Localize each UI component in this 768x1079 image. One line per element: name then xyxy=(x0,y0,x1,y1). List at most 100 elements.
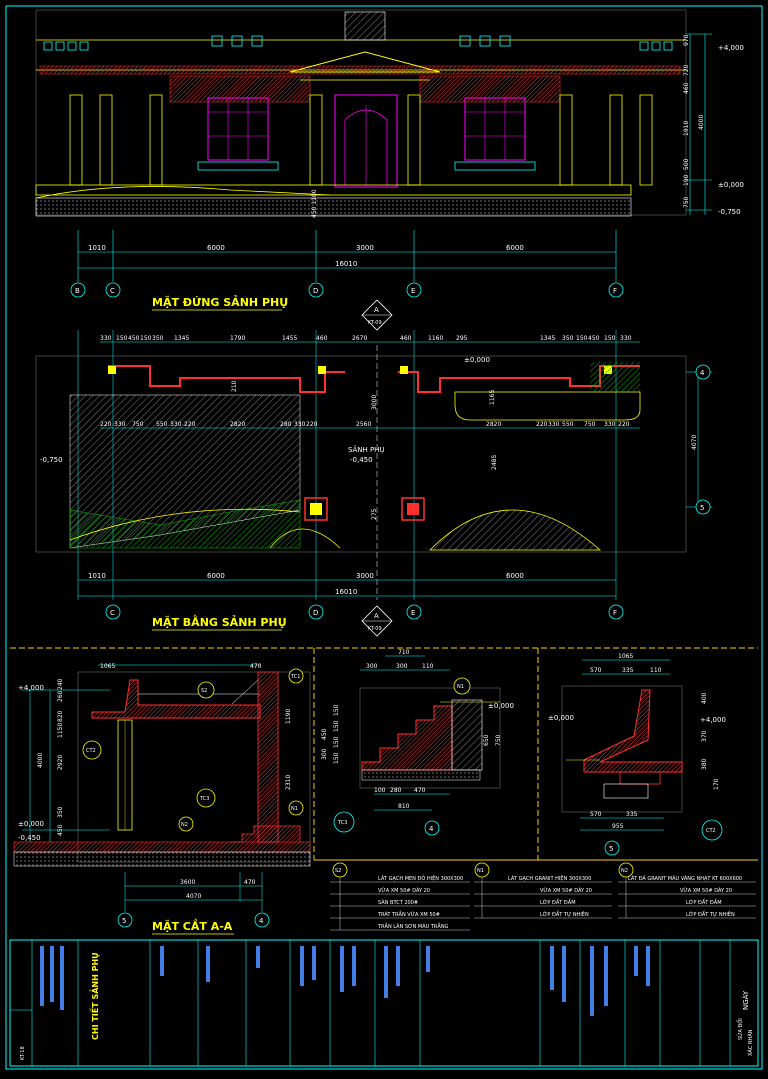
plan-level-left: -0,750 xyxy=(40,456,63,464)
section-level-bottom: -0,450 xyxy=(18,834,41,842)
detail-canopy-dim-bottom: 335 xyxy=(626,811,638,818)
plan-dim-vertical: 210 xyxy=(231,380,238,392)
detail-step-dim-left: 450 xyxy=(321,728,328,740)
elevation-dim-bottom: 1010 xyxy=(88,244,106,252)
plan-dim-top-left: 1790 xyxy=(230,335,245,342)
plan-dim-inner-right: 330 xyxy=(604,421,616,428)
detail-canopy-dim-bottom-total: 955 xyxy=(612,823,624,830)
elevation-window-right xyxy=(454,97,536,171)
detail-step: 710 300 300 110 ±0,000 N1 450 300 150 15… xyxy=(321,649,514,836)
plan-dim-inner-right: 220 xyxy=(618,421,630,428)
section-bubble-tc3: TC3 xyxy=(199,796,209,802)
material-notes: S2 LÁT GẠCH MEN ĐỎ HIỆN 300X300 VỮA XM 5… xyxy=(314,859,758,931)
note-s2-line: VỮA XM 50# DÀY 20 xyxy=(378,887,430,894)
plan-dim-top-left: 2670 xyxy=(352,335,367,342)
elevation-level-ground: ±0,000 xyxy=(718,181,744,189)
elevation-dim-right: 750 xyxy=(683,196,690,208)
note-n2-line: VỮA XM 50# DÀY 20 xyxy=(680,887,732,894)
elevation-axis-e: E xyxy=(411,287,415,295)
detail-step-dim-top: 110 xyxy=(422,663,434,670)
plan-dim-top-left: 350 xyxy=(152,335,164,342)
plan-dim-inner-left: 2560 xyxy=(356,421,371,428)
plan-level-right: ±0,000 xyxy=(464,356,490,364)
section-bubble-ct2: CT2 xyxy=(86,748,96,754)
section-dim-bottom-total: 4070 xyxy=(186,893,201,900)
plan-dim-inner-left: 330 xyxy=(294,421,306,428)
plan-dim-total: 16010 xyxy=(335,588,357,596)
section-dim-left: 240 xyxy=(57,678,64,690)
plan-dim-top-right: 150 xyxy=(576,335,588,342)
detail-step-dim-bottom: 100 xyxy=(374,787,386,794)
plan-dim-top-right: 350 xyxy=(562,335,574,342)
section-dim-right: 2310 xyxy=(285,775,292,790)
elevation-axis-c: C xyxy=(110,287,115,295)
plan-dim-inner-left: 2820 xyxy=(230,421,245,428)
plan-axis-4: 4 xyxy=(700,369,705,377)
section-title: MẶT CẮT A-A xyxy=(152,918,233,933)
elevation-axis-f: F xyxy=(613,287,617,295)
plan-dim-top-right: 295 xyxy=(456,335,468,342)
note-n1-line: LỚP ĐẤT ĐẦM xyxy=(540,898,576,906)
elevation-dim-right: 720 xyxy=(683,64,690,76)
plan-axis-d: D xyxy=(313,609,318,617)
plan-axis-c: C xyxy=(110,609,115,617)
plan-dim-vertical: 275 xyxy=(371,508,378,520)
plan-dim-inner-right: 550 xyxy=(562,421,574,428)
plan-axis-5: 5 xyxy=(700,504,704,512)
plan-dim-bottom: 6000 xyxy=(207,572,225,580)
plan-dim-bottom: 3000 xyxy=(356,572,374,580)
section-level-ground: ±0,000 xyxy=(18,820,44,828)
plan-dim-top-right: 1160 xyxy=(428,335,443,342)
section-dim-left: 1150 xyxy=(57,723,64,738)
section-dim-top: 470 xyxy=(250,663,262,670)
plan-dim-top-right: 1345 xyxy=(540,335,555,342)
elevation-dim-right: 1910 xyxy=(683,121,690,136)
detail-canopy-dim-top: 570 xyxy=(590,667,602,674)
section-axis-5: 5 xyxy=(122,917,126,925)
elevation-level-top: +4,000 xyxy=(718,44,744,52)
section-marker-ref: KT-09 xyxy=(368,320,382,326)
detail-canopy-level-left: ±0,000 xyxy=(548,714,574,722)
section-bubble-n2: N2 xyxy=(181,822,188,828)
title-block-header-approval: XÁC NHẬN xyxy=(747,1029,754,1056)
elevation-dim-total: 16010 xyxy=(335,260,357,268)
plan-room-label: SẢNH PHỤ xyxy=(348,445,385,454)
detail-canopy-callout: CT2 xyxy=(706,828,716,834)
elevation-dim-right-total: 4000 xyxy=(698,115,705,130)
detail-step-dim-left: 300 xyxy=(321,748,328,760)
elevation-small-dim: 450 1100 xyxy=(311,189,318,218)
section-level-top: +4,000 xyxy=(18,684,44,692)
note-n1-tag: N1 xyxy=(477,868,484,874)
detail-dividers xyxy=(10,647,758,860)
section-marker-letter-bottom: A xyxy=(374,612,379,620)
detail-canopy-dim-top: 335 xyxy=(622,667,634,674)
plan-dim-inner-left: 750 xyxy=(132,421,144,428)
note-n2-line: LỚP ĐẤT TỰ NHIÊN xyxy=(686,910,735,918)
section-marker-ref-bottom: KT-09 xyxy=(368,626,382,632)
elevation-axis-d: D xyxy=(313,287,318,295)
plan-dim-top-right: 330 xyxy=(620,335,632,342)
plan-dim-inner-left: 330 xyxy=(170,421,182,428)
detail-canopy-level-right: +4,000 xyxy=(700,716,726,724)
note-s2-tag: S2 xyxy=(335,868,341,874)
elevation-level-bottom: -0,750 xyxy=(718,208,741,216)
plan-dim-inner-right: 2820 xyxy=(486,421,501,428)
plan-dim-top-left: 150 xyxy=(140,335,152,342)
section-dim-right: 1190 xyxy=(285,709,292,724)
section-dim-left: 2920 xyxy=(57,755,64,770)
note-n1-line: LÁT GẠCH GRANIT HIỆN 300X300 xyxy=(508,874,591,882)
detail-canopy-dim-right: 400 xyxy=(701,692,708,704)
note-s2-line: TRÁT TRẦN VỮA XM 50# xyxy=(377,910,440,918)
plan-dim-inner-right: 330 xyxy=(548,421,560,428)
elevation-view: +4,000 ±0,000 -0,750 970 720 460 1910 50… xyxy=(35,9,744,311)
detail-step-dim-top: 300 xyxy=(366,663,378,670)
detail-step-dim-left: 150 xyxy=(333,736,340,748)
elevation-main-door xyxy=(334,94,398,188)
section-view: 1065 470 +4,000 ±0,000 -0,450 4000 2920 … xyxy=(13,663,311,935)
plan-view: 330 150 450 150 350 1345 1790 1455 460 2… xyxy=(35,330,712,637)
note-s2-line: TRẦN LĂN SƠN MÀU TRẮNG xyxy=(377,922,449,930)
detail-step-bubble: N1 xyxy=(457,684,464,690)
note-s2-line: LÁT GẠCH MEN ĐỎ HIỆN 300X300 xyxy=(378,874,463,882)
